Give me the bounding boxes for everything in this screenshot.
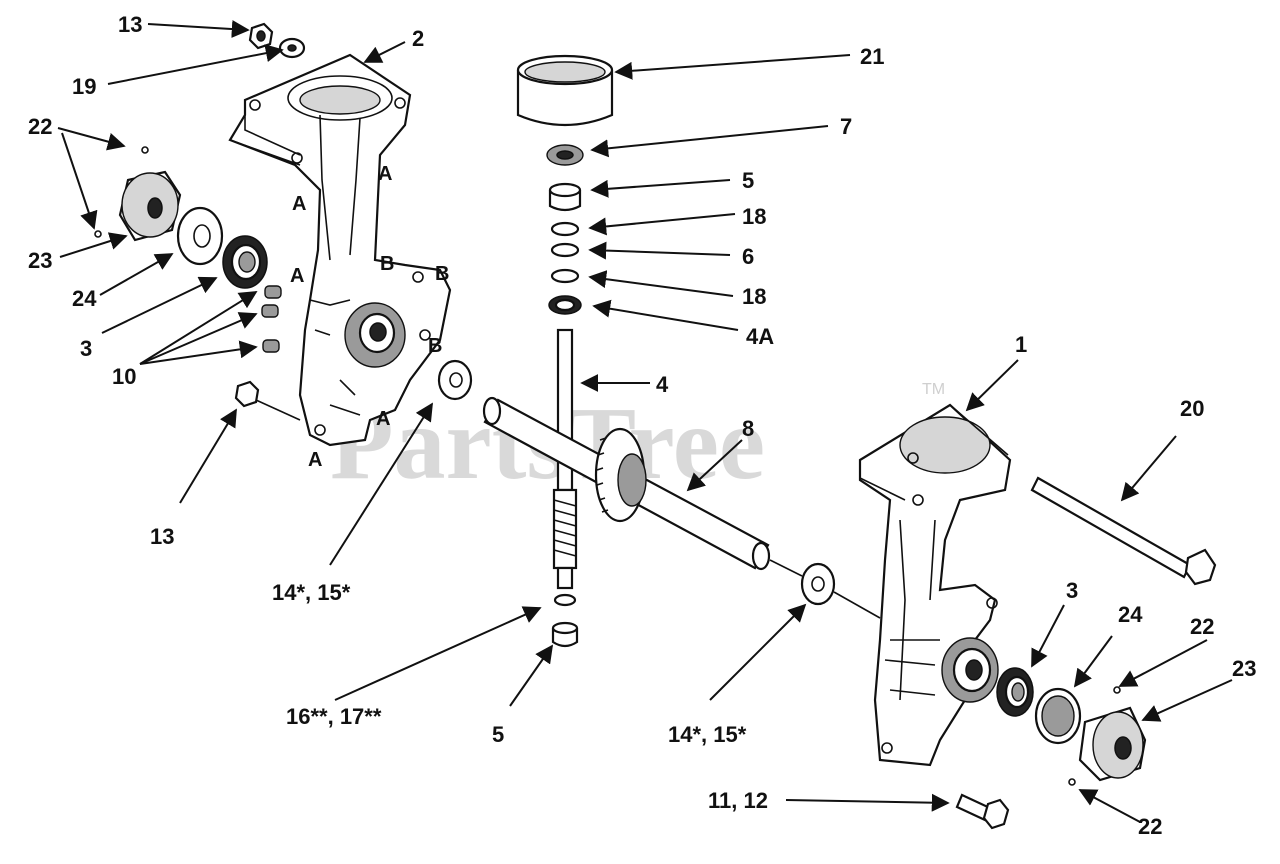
callout-19: 19 bbox=[72, 74, 96, 99]
callout-18-bottom: 18 bbox=[742, 284, 766, 309]
cup-21 bbox=[516, 54, 614, 127]
bolt-11-12 bbox=[955, 793, 1010, 830]
callout-16-17: 16**, 17** bbox=[286, 704, 382, 729]
callout-14-15-right: 14*, 15* bbox=[668, 722, 747, 747]
washer-6 bbox=[550, 242, 580, 258]
washer-24-left bbox=[176, 206, 224, 266]
washer-16 bbox=[553, 593, 577, 607]
callout-labels: 13 19 2 22 23 24 3 10 13 14*, 15* 21 7 5… bbox=[28, 12, 1256, 839]
bolt-20 bbox=[1030, 476, 1217, 586]
bearing-7 bbox=[546, 144, 584, 166]
callout-10: 10 bbox=[112, 364, 136, 389]
label-a-5: A bbox=[308, 449, 322, 471]
callout-11-12: 11, 12 bbox=[708, 788, 768, 813]
callout-13-top: 13 bbox=[118, 12, 142, 37]
callout-21: 21 bbox=[860, 44, 884, 69]
callout-24-left: 24 bbox=[72, 286, 97, 311]
callout-5-top: 5 bbox=[742, 168, 754, 193]
callout-6: 6 bbox=[742, 244, 754, 269]
callout-14-15-left: 14*, 15* bbox=[272, 580, 351, 605]
callout-22-right-top: 22 bbox=[1190, 614, 1214, 639]
callout-8: 8 bbox=[742, 416, 754, 441]
left-gear-housing bbox=[228, 53, 452, 447]
bearing-3-right bbox=[996, 667, 1034, 717]
thrust-washer-14-left bbox=[437, 359, 473, 401]
label-b-2: B bbox=[435, 263, 449, 285]
washer-18-bottom bbox=[550, 268, 580, 284]
pin-22-bottom-right bbox=[1068, 778, 1076, 786]
label-b-1: B bbox=[380, 253, 394, 275]
callout-13-lower: 13 bbox=[150, 524, 174, 549]
callout-4a: 4A bbox=[746, 324, 774, 349]
callout-3-right: 3 bbox=[1066, 578, 1078, 603]
label-b-3: B bbox=[428, 335, 442, 357]
pin-22-top-left bbox=[141, 146, 149, 154]
hub-23-left bbox=[118, 170, 182, 242]
callout-18-top: 18 bbox=[742, 204, 766, 229]
callout-2: 2 bbox=[412, 26, 424, 51]
washer-18-top bbox=[550, 221, 580, 237]
bushing-5-bottom bbox=[551, 621, 579, 648]
label-a-1: A bbox=[378, 163, 392, 185]
nut-13-top bbox=[248, 22, 274, 50]
callout-22-left: 22 bbox=[28, 114, 52, 139]
callout-3-left: 3 bbox=[80, 336, 92, 361]
set-screws-10 bbox=[261, 285, 282, 353]
pin-22-bottom-left bbox=[94, 230, 102, 238]
hub-23-right bbox=[1078, 706, 1147, 782]
callout-7: 7 bbox=[840, 114, 852, 139]
seal-4a bbox=[548, 295, 582, 315]
label-a-4: A bbox=[376, 408, 390, 430]
pin-22-top-right bbox=[1113, 686, 1121, 694]
worm-gear bbox=[594, 427, 647, 523]
callout-23-left: 23 bbox=[28, 248, 52, 273]
bushing-5-top bbox=[548, 182, 582, 212]
right-gear-housing bbox=[858, 403, 1012, 767]
callout-1: 1 bbox=[1015, 332, 1027, 357]
callout-23-right: 23 bbox=[1232, 656, 1256, 681]
label-a-3: A bbox=[290, 265, 304, 287]
callout-22-right-bottom: 22 bbox=[1138, 814, 1162, 839]
callout-20: 20 bbox=[1180, 396, 1204, 421]
callout-5-bottom: 5 bbox=[492, 722, 504, 747]
callout-24-right: 24 bbox=[1118, 602, 1143, 627]
bearing-3-left bbox=[222, 235, 268, 289]
leader-arrows bbox=[57, 20, 1233, 823]
nut-13-lower bbox=[234, 380, 260, 408]
thrust-washer-14-right bbox=[800, 562, 836, 606]
label-a-2: A bbox=[292, 193, 306, 215]
watermark-trademark: TM bbox=[922, 381, 945, 398]
callout-4: 4 bbox=[656, 372, 669, 397]
